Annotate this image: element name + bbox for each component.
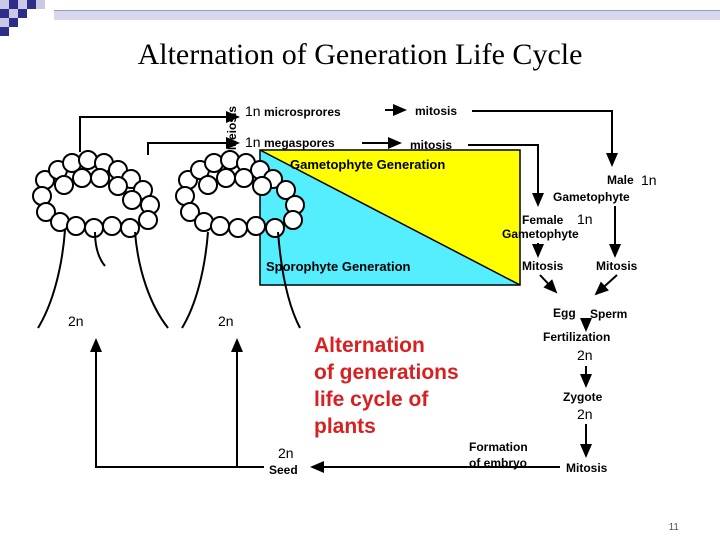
female-gametophyte-label: Gametophyte [502, 227, 579, 241]
big-label: Alternation of generations life cycle of… [314, 334, 459, 438]
zygote-ploidy: 2n [577, 406, 593, 422]
female-label: Female [522, 213, 564, 227]
megaspores-ploidy: 1n [245, 134, 261, 150]
slide-title: Alternation of Generation Life Cycle [137, 38, 583, 71]
plant-right-ploidy: 2n [218, 313, 234, 329]
mitosis-top-label: mitosis [415, 104, 457, 118]
plant-left-ploidy: 2n [68, 313, 84, 329]
sporophyte-generation-label: Sporophyte Generation [266, 259, 411, 274]
seed-label: Seed [269, 463, 298, 477]
mitosis-male-label: Mitosis [596, 259, 638, 273]
big-label-line-4: plants [314, 415, 376, 438]
corner-decoration [0, 0, 720, 36]
sperm-label: Sperm [590, 307, 627, 321]
male-ploidy: 1n [641, 172, 657, 188]
male-gametophyte-label: Gametophyte [553, 190, 630, 204]
female-ploidy: 1n [577, 211, 593, 227]
formation-label: Formation [469, 440, 528, 454]
mitosis-female-label: Mitosis [522, 259, 564, 273]
fertilization-ploidy: 2n [577, 347, 593, 363]
microspores-label: microsprores [264, 105, 341, 119]
egg-label: Egg [553, 306, 576, 320]
plant-right-icon [175, 150, 305, 238]
gametophyte-generation-label: Gametophyte Generation [290, 157, 445, 172]
male-label: Male [607, 173, 634, 187]
big-label-line-3: life cycle of [314, 388, 429, 411]
fertilization-label: Fertilization [543, 330, 610, 344]
mitosis-second-label: mitosis [410, 138, 452, 152]
seed-ploidy: 2n [278, 445, 294, 461]
big-label-line-2: of generations [314, 361, 459, 384]
microspores-ploidy: 1n [245, 103, 261, 119]
page-number: 11 [668, 522, 679, 533]
plant-left-icon [32, 150, 160, 238]
zygote-label: Zygote [563, 390, 603, 404]
megaspores-label: megaspores [264, 136, 335, 150]
mitosis-bottom-label: Mitosis [566, 461, 608, 475]
big-label-line-1: Alternation [314, 334, 425, 357]
